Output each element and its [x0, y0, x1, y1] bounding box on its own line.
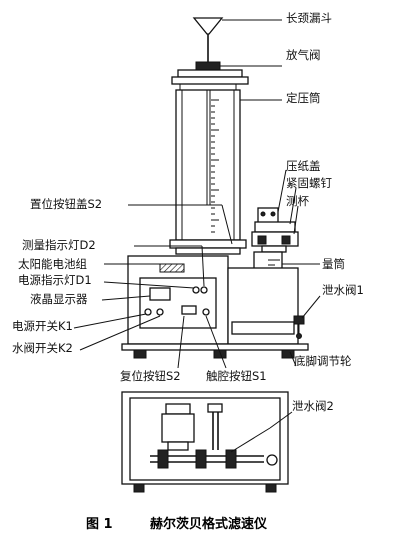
label-solar-battery: 太阳能电池组: [18, 257, 87, 271]
funnel-icon: [192, 17, 224, 62]
label-clamp-screw: 紧固螺钉: [286, 176, 332, 190]
lower-cabinet: [121, 391, 289, 493]
label-power-lamp: 电源指示灯D1: [18, 273, 92, 287]
figure-title: 赫尔茨贝格式滤速仪: [150, 516, 268, 532]
label-funnel: 长颈漏斗: [286, 11, 332, 25]
figure-caption: 图 1 赫尔茨贝格式滤速仪: [86, 516, 268, 532]
power-switch-k1: [144, 308, 152, 316]
label-drain-valve-1: 泄水阀1: [322, 283, 364, 297]
leader-lines: [73, 19, 321, 453]
label-touch-button: 触腔按钮S1: [206, 369, 267, 383]
figure-number: 图 1: [86, 517, 113, 532]
instrument-housing: [121, 255, 309, 359]
measure-lamp-d2: [200, 286, 208, 294]
drain-valve-2-icon: [225, 449, 237, 469]
label-reset-cover: 置位按钮盖S2: [30, 197, 102, 211]
label-paper-cover: 压纸盖: [286, 159, 321, 173]
power-lamp-d1: [192, 286, 200, 294]
vent-valve-icon: [171, 61, 249, 90]
foot-icon: [133, 483, 145, 493]
foot-icon: [265, 483, 277, 493]
label-pressure-cylinder: 定压筒: [286, 91, 321, 105]
solar-battery-panel: [159, 263, 185, 273]
label-leveling-wheel: 底脚调节轮: [294, 354, 352, 368]
labels: 长颈漏斗 放气阀 定压筒 压纸盖 紧固螺钉 测杯 置位按钮盖S2 测量指示灯D2…: [12, 11, 364, 413]
label-water-valve-switch: 水阀开关K2: [12, 341, 73, 355]
pressure-cylinder: [169, 89, 247, 255]
lcd-display: [149, 287, 171, 301]
label-vent-valve: 放气阀: [286, 48, 321, 62]
foot-icon: [213, 349, 227, 359]
label-drain-valve-2: 泄水阀2: [292, 399, 334, 413]
foot-icon: [133, 349, 147, 359]
label-measure-lamp: 测量指示灯D2: [22, 238, 96, 252]
touch-button-s1: [202, 308, 210, 316]
label-graduated-cylinder: 量筒: [322, 257, 345, 271]
pump-icon: [161, 413, 195, 443]
reset-button-s2: [181, 305, 197, 315]
measuring-cup-assembly: [251, 207, 299, 253]
label-power-switch: 电源开关K1: [12, 319, 73, 333]
foot-icon: [281, 349, 295, 359]
label-measuring-cup: 测杯: [286, 194, 309, 208]
label-lcd: 液晶显示器: [30, 292, 88, 306]
label-reset-button: 复位按钮S2: [120, 369, 181, 383]
water-valve-switch-k2: [156, 308, 164, 316]
